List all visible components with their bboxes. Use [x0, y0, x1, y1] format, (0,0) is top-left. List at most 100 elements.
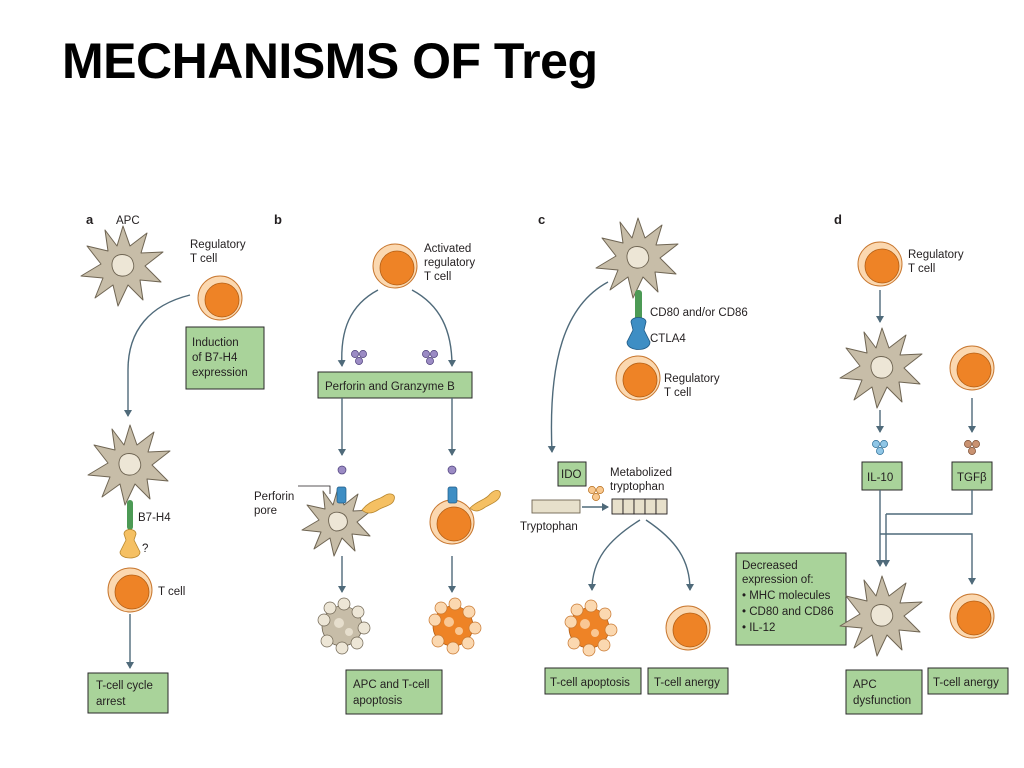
- t-cell-anergy-box-d: [927, 667, 1009, 695]
- unknown-receptor: [119, 529, 141, 559]
- arrow-b-left: [337, 289, 379, 367]
- t-cell-anergy-label-c: T-cell anergy: [654, 677, 720, 689]
- panel-a-letter: a: [86, 212, 94, 227]
- metabolite-dots: [588, 486, 604, 501]
- panel-a: a APC Regulatory T cell Induction of B7-…: [80, 212, 265, 714]
- panel-b-letter: b: [274, 212, 282, 227]
- decreased-bullet-il12: • IL-12: [742, 622, 775, 634]
- perforin-granzyme-box: [317, 371, 473, 399]
- induction-b7h4-box: [185, 326, 265, 390]
- b7h4-molecule: [127, 500, 133, 530]
- arrow-c-apc-to-ido: [547, 281, 609, 453]
- perforin-pore-right: [447, 486, 458, 504]
- receptor-b-right: [469, 490, 501, 512]
- treg-c-line1: Regulatory: [664, 373, 720, 385]
- apc-dysfunction-line2: dysfunction: [853, 695, 911, 707]
- t-cell-label-a: T cell: [158, 586, 185, 598]
- cycle-arrest-line2: arrest: [96, 696, 126, 708]
- granzyme-granules-right: [422, 350, 438, 365]
- arrow-b-right: [411, 289, 456, 367]
- apoptosis-b-line2: apoptosis: [353, 695, 402, 707]
- perforin-pore-pointer: [298, 485, 331, 494]
- line-tgfb-merge: [886, 490, 973, 515]
- apc-tcell-apoptosis-box: [345, 669, 443, 715]
- treg-d-line2: T cell: [908, 263, 935, 275]
- perforin-pore-label-line2: pore: [254, 505, 277, 517]
- apc-with-b7h4: [87, 424, 171, 506]
- treg-d-line1: Regulatory: [908, 249, 964, 261]
- panel-b: b Activated regulatory T cell Perforin a…: [254, 212, 501, 715]
- tgfb-box: [951, 461, 993, 491]
- apc-dysfunction-box: [845, 669, 923, 715]
- apoptotic-t-cell-b: [428, 597, 482, 655]
- t-cell-a: [107, 567, 153, 613]
- il10-box: [861, 461, 903, 491]
- t-cell-anergy-label-d: T-cell anergy: [933, 677, 999, 689]
- decreased-expression-box: [735, 552, 847, 646]
- induction-b7h4-line3: expression: [192, 367, 248, 379]
- cycle-arrest-box: [87, 672, 169, 714]
- arrow-c-to-apoptosis: [588, 519, 641, 591]
- treg-c-line2: T cell: [664, 387, 691, 399]
- metabolized-line1: Metabolized: [610, 467, 672, 479]
- regulatory-t-cell-label-line1: Regulatory: [190, 239, 246, 251]
- cd80-cd86-label: CD80 and/or CD86: [650, 307, 748, 319]
- panel-c-letter: c: [538, 212, 545, 227]
- target-t-cell: [429, 499, 475, 545]
- apoptotic-t-cell-c: [564, 599, 618, 657]
- apc-cell: [80, 225, 164, 307]
- slide-title: MECHANISMS OF Treg: [62, 33, 598, 89]
- apoptotic-apc: [317, 597, 371, 655]
- apoptosis-b-line1: APC and T-cell: [353, 679, 430, 691]
- t-cell-apoptosis-box: [544, 667, 642, 695]
- anergic-t-cell-c: [665, 605, 711, 651]
- arrow-c-to-anergy: [645, 519, 694, 591]
- panel-d: d Regulatory T cell IL-10 TGFβ Decreased…: [735, 212, 1009, 715]
- treg-d-right: [949, 345, 995, 391]
- tryptophan-label: Tryptophan: [520, 521, 578, 533]
- ctla4-label: CTLA4: [650, 333, 686, 345]
- b7h4-label: B7-H4: [138, 512, 171, 524]
- regulatory-t-cell-label-line2: T cell: [190, 253, 217, 265]
- granzyme-dot-right: [447, 465, 457, 475]
- receptor-question: ?: [142, 543, 148, 555]
- arrow-a-treg-to-apc: [124, 294, 191, 417]
- metabolized-line2: tryptophan: [610, 481, 664, 493]
- dysfunctional-apc: [839, 575, 923, 657]
- t-cell-apoptosis-label: T-cell apoptosis: [550, 677, 630, 689]
- decreased-bullet-cd80: • CD80 and CD86: [742, 606, 834, 618]
- ido-box: [557, 461, 587, 487]
- il10-molecules: [872, 440, 888, 455]
- il10-label: IL-10: [867, 472, 893, 484]
- apc-d: [839, 327, 923, 409]
- granzyme-dot-left: [337, 465, 347, 475]
- regulatory-t-cell: [197, 275, 243, 321]
- granzyme-granules-left: [351, 350, 367, 365]
- tryptophan-bar: [531, 499, 581, 514]
- activated-treg-line1: Activated: [424, 243, 471, 255]
- cycle-arrest-line1: T-cell cycle: [96, 680, 153, 692]
- treg-d: [857, 241, 903, 287]
- decreased-line2: expression of:: [742, 574, 814, 586]
- apc-dysfunction-line1: APC: [853, 679, 877, 691]
- perforin-pore-left: [336, 486, 347, 504]
- apc-label: APC: [116, 215, 140, 227]
- activated-treg-line2: regulatory: [424, 257, 475, 269]
- arrow-d-to-anergy: [880, 533, 976, 585]
- metabolized-tryptophan-blocks: [611, 498, 668, 515]
- apc-c: [595, 217, 679, 299]
- decreased-bullet-mhc: • MHC molecules: [742, 590, 831, 602]
- perforin-pore-label-line1: Perforin: [254, 491, 294, 503]
- tgfb-label: TGFβ: [957, 472, 987, 484]
- treg-c: [615, 355, 661, 401]
- ido-label: IDO: [561, 469, 582, 481]
- cd80-cd86-molecule: [635, 290, 642, 320]
- ctla4-molecule: [626, 317, 651, 350]
- induction-b7h4-line2: of B7-H4: [192, 352, 238, 364]
- activated-treg-line3: T cell: [424, 271, 451, 283]
- decreased-line1: Decreased: [742, 560, 798, 572]
- panel-c: c CD80 and/or CD86 CTLA4 Regulatory T ce…: [520, 212, 748, 695]
- receptor-b-left: [361, 493, 395, 514]
- tgfb-molecules: [964, 440, 980, 455]
